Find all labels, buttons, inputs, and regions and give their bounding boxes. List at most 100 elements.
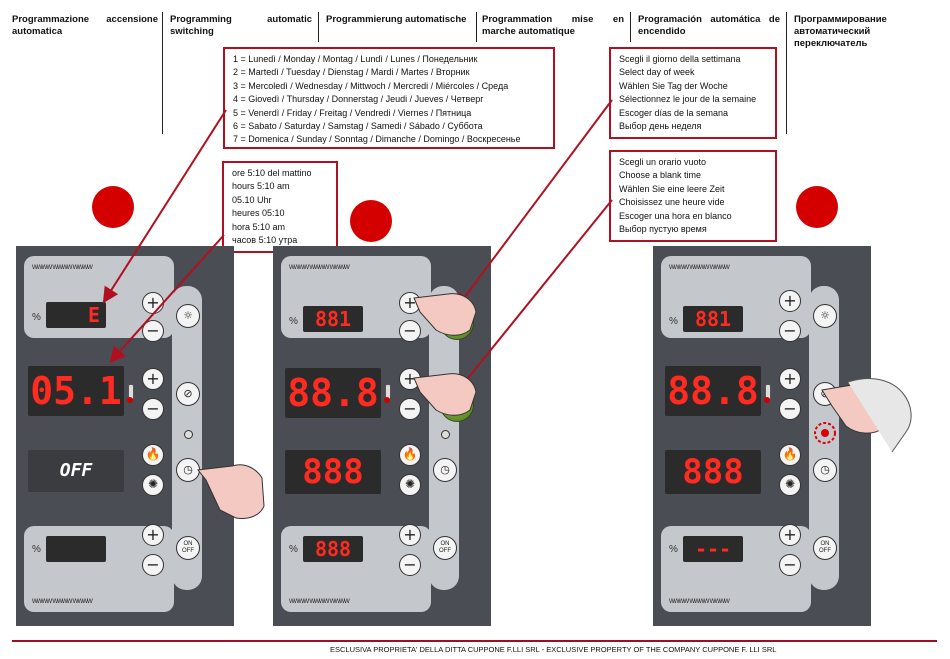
plus-button[interactable]: + <box>779 290 801 312</box>
time-line: часов 5:10 утра <box>232 235 298 246</box>
step-indicator-dot <box>796 186 838 228</box>
flame-button[interactable]: 🔥 <box>779 444 801 466</box>
top-display-value: E <box>87 303 100 327</box>
step-indicator-dot <box>350 200 392 242</box>
header-fr: Programmation mise en marche automatique <box>482 14 624 37</box>
header-it: Programmazione accensione automatica <box>12 14 158 37</box>
heater-zigzag: wwww wwww wwww <box>32 262 93 271</box>
bottom-display: OFF <box>28 450 124 492</box>
day-line: 1 = Lunedì / Monday / Montag / Lundì / L… <box>233 54 478 64</box>
header-divider <box>318 12 319 42</box>
minus-button[interactable]: − <box>399 554 421 576</box>
control-panel-3: wwww wwww wwww % 881 + − 88.8 + − 888 🔥 … <box>653 246 871 626</box>
plus-button[interactable]: + <box>399 368 421 390</box>
low-display <box>46 536 106 562</box>
fan-button[interactable]: ✺ <box>142 474 164 496</box>
control-panel-1: wwww wwww wwww % E + − 05.1 + − OFF 🔥 ✺ … <box>16 246 234 626</box>
blank-time-line: Choisissez une heure vide <box>619 197 725 208</box>
blank-time-line: Wählen Sie eine leere Zeit <box>619 183 725 194</box>
middle-display: 05.1 <box>28 366 124 416</box>
light-button[interactable]: ☼ <box>176 304 200 328</box>
day-line: 7 = Domenica / Sunday / Sonntag / Dimanc… <box>233 134 521 145</box>
minus-button[interactable]: − <box>142 398 164 420</box>
fan-button[interactable]: ✺ <box>399 474 421 496</box>
percent-label: % <box>669 544 678 555</box>
percent-label: % <box>289 316 298 327</box>
minus-button[interactable]: − <box>399 320 421 342</box>
select-day-box: Scegli il giorno della settimana Select … <box>609 47 777 139</box>
steam-button[interactable]: ⊘ <box>176 382 200 406</box>
select-day-line: Select day of week <box>619 67 695 78</box>
day-line: 2 = Martedì / Tuesday / Dienstag / Mardi… <box>233 67 470 78</box>
heater-zigzag: wwww wwww wwww <box>669 596 730 605</box>
percent-label: % <box>32 312 41 323</box>
clock-button[interactable]: ◷ <box>433 458 457 482</box>
clock-button[interactable]: ◷ <box>813 458 837 482</box>
top-display: 881 <box>683 306 743 332</box>
plus-button[interactable]: + <box>779 524 801 546</box>
minus-button[interactable]: − <box>779 320 801 342</box>
blank-time-line: Scegli un orario vuoto <box>619 157 707 167</box>
select-day-line: Выбор день неделя <box>619 121 702 132</box>
blank-time-line: Выбор пустую время <box>619 224 707 235</box>
percent-label: % <box>289 544 298 555</box>
plus-button[interactable]: + <box>779 368 801 390</box>
off-label: OFF <box>819 548 831 554</box>
bottom-display: 888 <box>285 450 381 494</box>
middle-display: 88.8 <box>285 368 381 418</box>
plus-button[interactable]: + <box>399 292 421 314</box>
thermometer-icon <box>127 384 134 403</box>
steam-button[interactable]: ⊘ <box>813 382 837 406</box>
thermometer-icon <box>764 384 771 403</box>
light-button[interactable]: ☼ <box>813 304 837 328</box>
heater-zigzag: wwww wwww wwww <box>32 596 93 605</box>
percent-label: % <box>669 316 678 327</box>
time-line: ore 5:10 del mattino <box>232 168 312 178</box>
low-display: 888 <box>303 536 363 562</box>
header-de: Programmierung automatische <box>326 14 467 25</box>
flame-button[interactable]: 🔥 <box>142 444 164 466</box>
plus-button[interactable]: + <box>399 524 421 546</box>
off-label: OFF <box>439 548 451 554</box>
percent-label: % <box>32 544 41 555</box>
day-line: 5 = Venerdì / Friday / Freitag / Vendred… <box>233 107 472 118</box>
plus-button[interactable]: + <box>142 524 164 546</box>
minus-button[interactable]: − <box>779 398 801 420</box>
minus-button[interactable]: − <box>142 320 164 342</box>
header-es: Programación automática de encendido <box>638 14 780 37</box>
minus-button[interactable]: − <box>142 554 164 576</box>
time-line: hora 5:10 am <box>232 221 286 232</box>
select-day-line: Sélectionnez le jour de la semaine <box>619 94 757 105</box>
header-divider <box>630 12 631 42</box>
top-display: E <box>46 302 106 328</box>
day-line: 6 = Sabato / Saturday / Samstag / Samedi… <box>233 121 483 132</box>
fan-button[interactable]: ✺ <box>779 474 801 496</box>
heater-zigzag: wwww wwww wwww <box>289 596 350 605</box>
day-line: 4 = Giovedì / Thursday / Donnerstag / Je… <box>233 94 484 105</box>
press-indicator <box>440 388 474 422</box>
days-of-week-box: 1 = Lunedì / Monday / Montag / Lundì / L… <box>223 47 555 149</box>
middle-display: 88.8 <box>665 366 761 416</box>
status-led <box>441 430 450 439</box>
control-panel-2: wwww wwww wwww % 881 + − 88.8 + − 888 🔥 … <box>273 246 491 626</box>
minus-button[interactable]: − <box>779 554 801 576</box>
plus-button[interactable]: + <box>142 292 164 314</box>
low-display: --- <box>683 536 743 562</box>
plus-button[interactable]: + <box>142 368 164 390</box>
blank-time-line: Escoger una hora en blanco <box>619 210 732 221</box>
on-label: ON <box>183 541 193 547</box>
bottom-display: 888 <box>665 450 761 494</box>
header-divider <box>476 12 477 42</box>
clock-button[interactable]: ◷ <box>176 458 200 482</box>
footer-divider <box>12 640 937 642</box>
flame-button[interactable]: 🔥 <box>399 444 421 466</box>
header-divider <box>786 12 787 134</box>
minus-button[interactable]: − <box>399 398 421 420</box>
header-divider <box>162 12 163 134</box>
time-example-box: ore 5:10 del mattino hours 5:10 am 05.10… <box>222 161 338 253</box>
on-label: ON <box>440 541 450 547</box>
header-ru: Программирование автоматический переключ… <box>794 14 887 49</box>
